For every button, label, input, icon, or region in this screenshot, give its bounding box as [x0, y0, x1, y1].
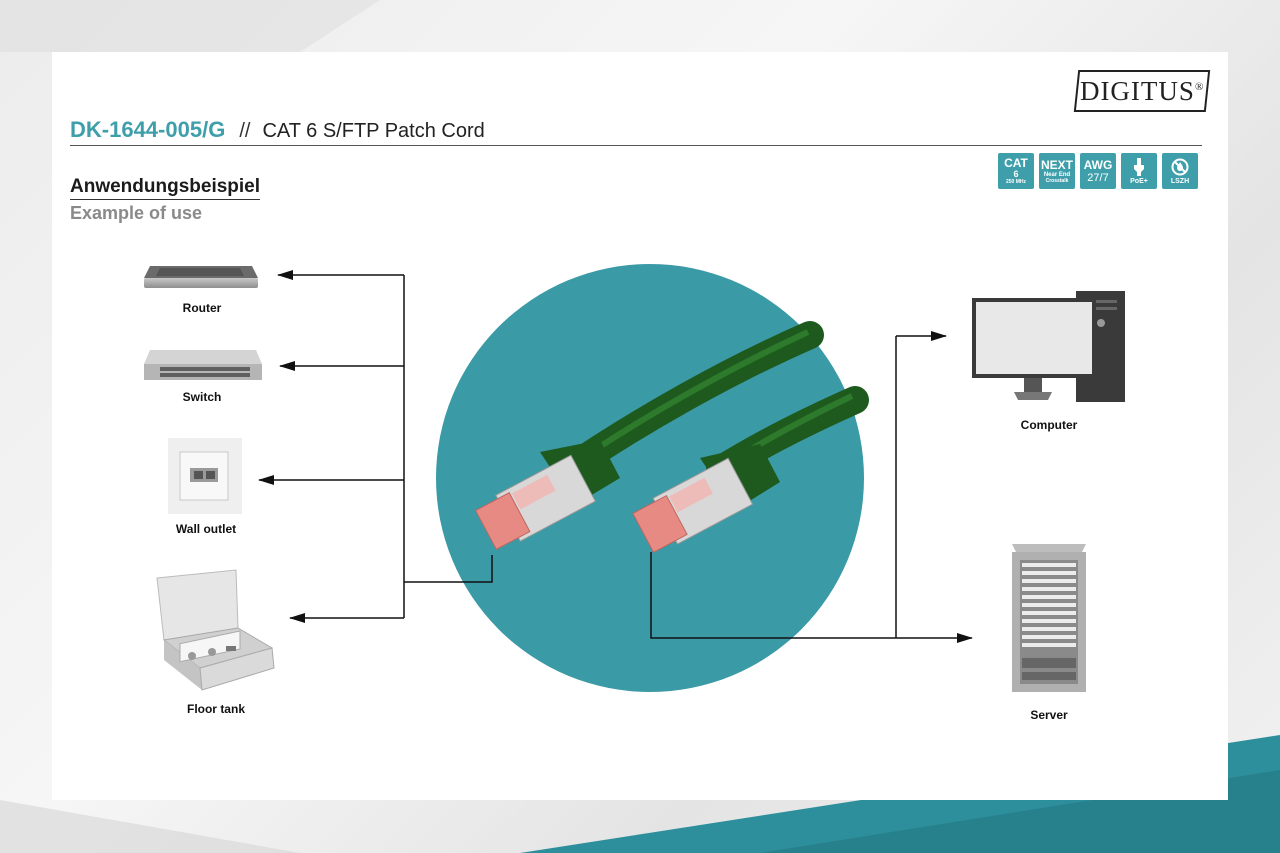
floor-tank-label: Floor tank: [186, 702, 245, 716]
section-title-de: Anwendungsbeispiel: [70, 176, 261, 200]
switch-label: Switch: [182, 390, 222, 404]
server-label: Server: [1030, 708, 1068, 722]
product-description: CAT 6 S/FTP Patch Cord: [262, 120, 485, 142]
wall-outlet-icon: [168, 438, 242, 514]
right-connection-lines: [650, 331, 973, 643]
left-connection-lines: [258, 270, 493, 623]
no-fire-icon: [1171, 158, 1189, 175]
router-icon: [144, 266, 258, 288]
poe-badge: PoE+: [1121, 153, 1157, 189]
cat6-badge: CAT 6 250 MHz: [998, 153, 1034, 189]
plug-icon: [1134, 157, 1144, 176]
computer-label: Computer: [1020, 418, 1078, 432]
wall-outlet-label: Wall outlet: [175, 522, 237, 536]
floor-tank-icon: [156, 569, 275, 691]
next-badge: NEXT Near End Crosstalk: [1039, 153, 1075, 189]
computer-icon: [972, 291, 1125, 402]
router-label: Router: [182, 301, 222, 315]
title-row: DK-1644-005/G // CAT 6 S/FTP Patch Cord: [70, 117, 1202, 146]
patch-cable-image: [474, 321, 869, 553]
awg-badge: AWG 27/7: [1080, 153, 1116, 189]
feature-badges: CAT 6 250 MHz NEXT Near End Crosstalk AW…: [998, 153, 1198, 189]
title-separator: //: [239, 120, 251, 142]
server-icon: [1012, 544, 1086, 692]
product-code: DK-1644-005/G: [70, 117, 226, 142]
lszh-badge: LSZH: [1162, 153, 1198, 189]
section-title-en: Example of use: [70, 203, 203, 223]
switch-icon: [144, 350, 262, 380]
